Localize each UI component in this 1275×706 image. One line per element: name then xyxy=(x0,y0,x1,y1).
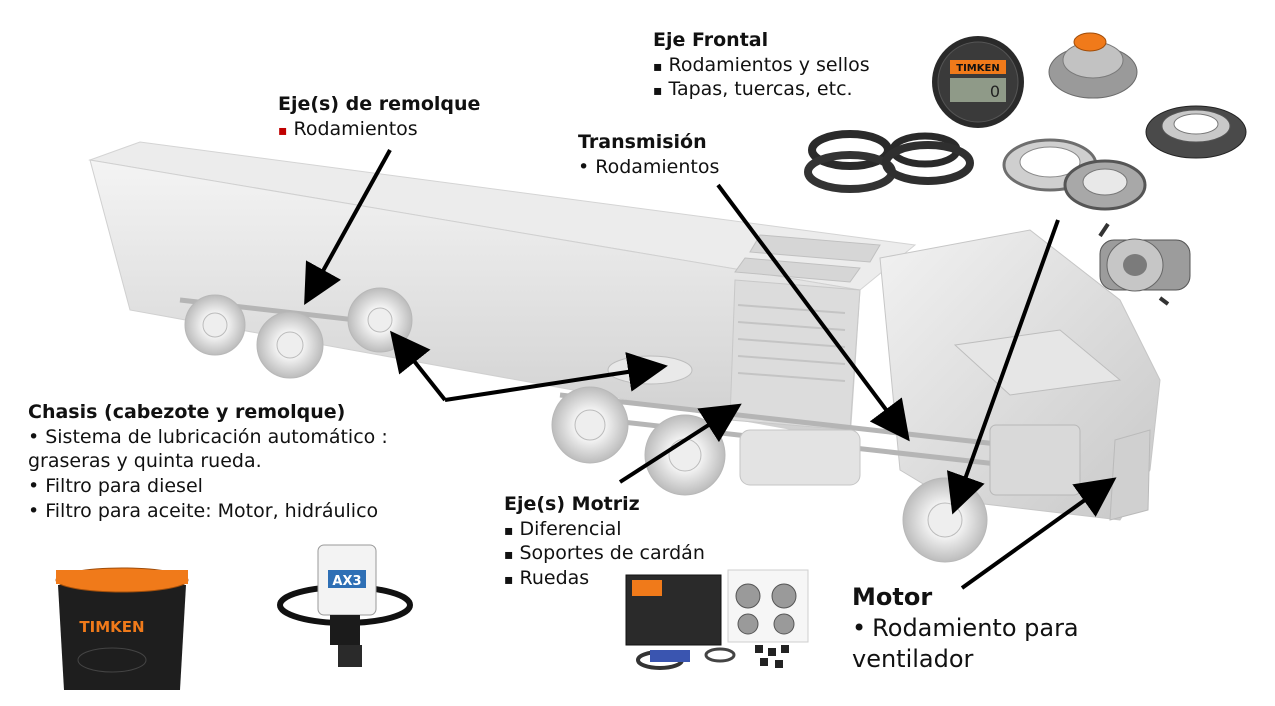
arrow-eje-motriz xyxy=(618,403,742,484)
cab-body xyxy=(879,229,1161,521)
label-eje-remolque: Eje(s) de remolque Rodamientos xyxy=(278,92,480,141)
fuel-tank xyxy=(739,429,861,486)
eje-frontal-title: Eje Frontal xyxy=(653,29,769,51)
label-eje-motriz: Eje(s) Motriz Diferencial Soportes de ca… xyxy=(504,492,705,591)
eje-motriz-item-2: Soportes de cardán xyxy=(504,541,705,566)
lubricator-icon: AX3 xyxy=(277,544,413,667)
engine-block xyxy=(989,424,1081,496)
motor-item-2: ventilador xyxy=(852,645,974,674)
seal-icon xyxy=(804,130,974,193)
motor-title: Motor xyxy=(852,583,933,611)
chasis-item-1: Sistema de lubricación automático : xyxy=(28,425,388,450)
label-motor: Motor Rodamiento para ventilador xyxy=(852,582,1079,676)
label-eje-frontal: Eje Frontal Rodamientos y sellos Tapas, … xyxy=(653,28,870,102)
hub-assembly-icon xyxy=(1048,32,1138,99)
bucket-brand-text: TIMKEN xyxy=(79,618,144,636)
grease-bucket-icon: TIMKEN xyxy=(55,567,189,690)
trailer-body xyxy=(88,141,917,441)
gauge-brand-text: TIMKEN xyxy=(956,63,999,74)
eje-frontal-item-1: Rodamientos y sellos xyxy=(653,53,870,78)
bearing-ring-icon xyxy=(1145,105,1247,159)
bearing-icon xyxy=(1002,138,1147,211)
arrow-eje-frontal xyxy=(946,219,1060,515)
motor-item-1: Rodamiento para xyxy=(852,613,1078,644)
eje-motriz-item-3: Ruedas xyxy=(504,566,705,591)
transmision-title: Transmisión xyxy=(578,131,707,153)
lubricator-model-text: AX3 xyxy=(332,574,361,589)
chasis-item-4: Filtro para aceite: Motor, hidráulico xyxy=(28,499,388,524)
arrow-eje-remolque xyxy=(304,149,392,305)
chasis-item-2: graseras y quinta rueda. xyxy=(28,450,262,473)
arrow-chasis-fifthwheel xyxy=(444,352,668,402)
eje-remolque-item-1: Rodamientos xyxy=(278,117,480,142)
eje-motriz-item-1: Diferencial xyxy=(504,517,705,542)
eje-frontal-item-2: Tapas, tuercas, etc. xyxy=(653,77,870,102)
timken-gauge-icon: TIMKEN 0 xyxy=(932,36,1024,128)
chasis-title: Chasis (cabezote y remolque) xyxy=(28,401,346,423)
label-transmision: Transmisión Rodamientos xyxy=(578,130,719,179)
chasis-item-3: Filtro para diesel xyxy=(28,474,388,499)
transmision-item-1: Rodamientos xyxy=(578,155,719,180)
arrow-transmision xyxy=(716,183,910,442)
gauge-value-text: 0 xyxy=(990,82,1000,101)
arrow-chasis-trailer xyxy=(390,330,447,402)
label-chasis: Chasis (cabezote y remolque) Sistema de … xyxy=(28,400,388,523)
eje-motriz-title: Eje(s) Motriz xyxy=(504,493,640,515)
eje-remolque-title: Eje(s) de remolque xyxy=(278,93,481,115)
wheel-hub-icon xyxy=(1098,222,1191,306)
arrow-motor xyxy=(960,477,1117,590)
